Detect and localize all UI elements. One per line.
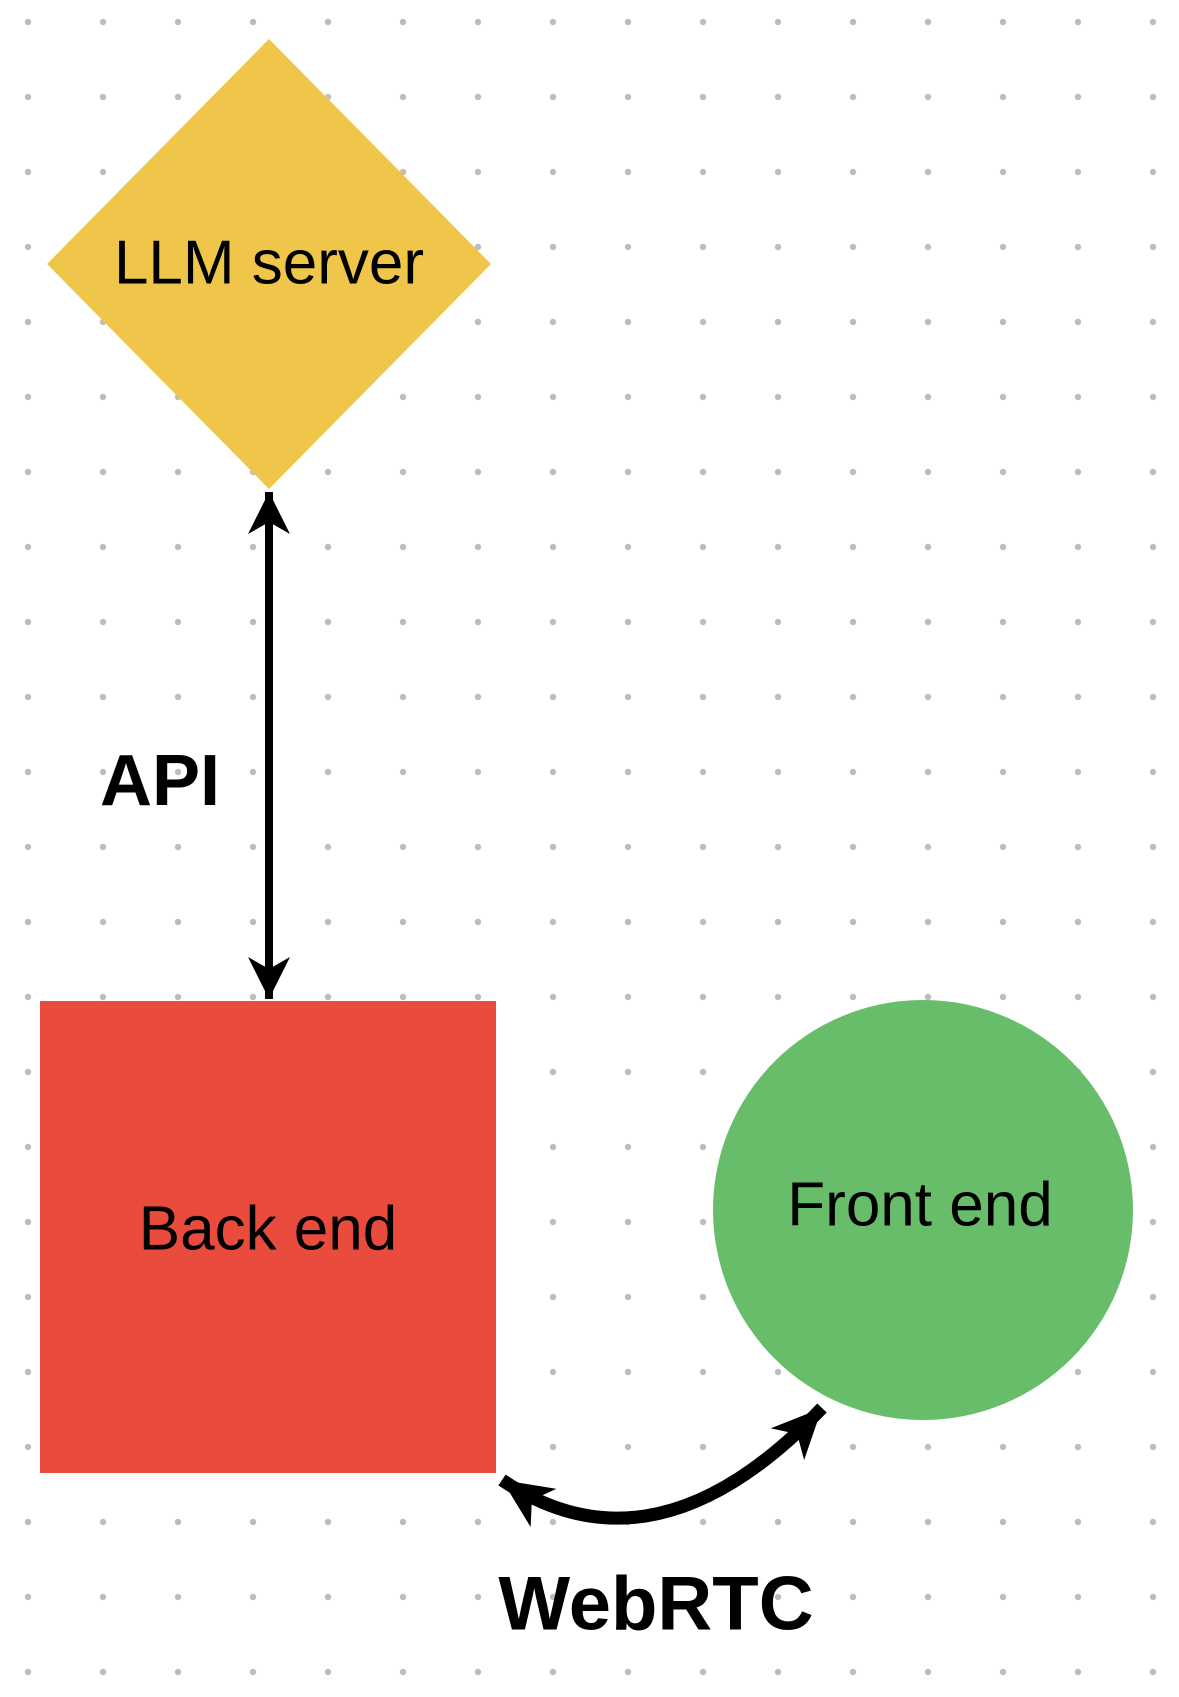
diamond-shape[interactable] bbox=[47, 39, 491, 489]
webrtc-arrow[interactable] bbox=[498, 1403, 827, 1527]
node-label-front-end: Front end bbox=[787, 1171, 1052, 1240]
square-shape[interactable] bbox=[40, 1001, 496, 1473]
node-front-end[interactable]: Front end bbox=[713, 1000, 1133, 1420]
edge-label-api: API bbox=[100, 741, 220, 821]
edge-label-webrtc: WebRTC bbox=[498, 1562, 813, 1647]
edge-api[interactable]: API bbox=[100, 492, 290, 999]
node-label-back-end: Back end bbox=[139, 1195, 398, 1264]
node-label-llm-server: LLM server bbox=[114, 229, 424, 298]
edge-webrtc[interactable]: WebRTC bbox=[498, 1403, 827, 1647]
node-back-end[interactable]: Back end bbox=[40, 1001, 496, 1473]
node-llm-server[interactable]: LLM server bbox=[47, 39, 491, 489]
circle-shape[interactable] bbox=[713, 1000, 1133, 1420]
